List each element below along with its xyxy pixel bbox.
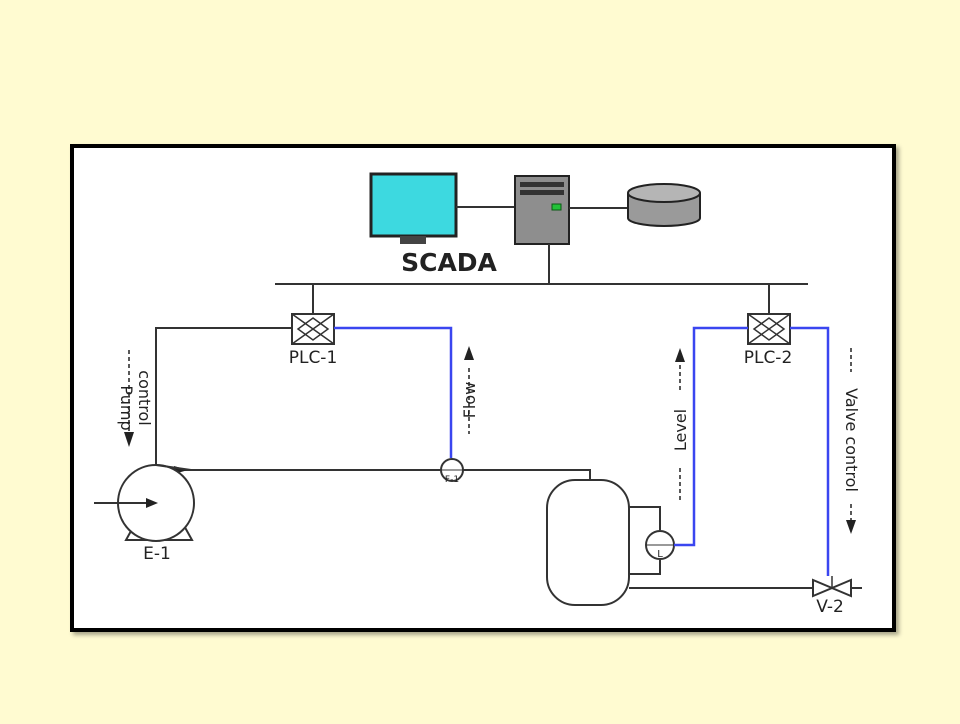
server-icon <box>514 175 570 245</box>
valve-control-line <box>790 326 830 576</box>
flow-arrow-icon <box>464 346 474 360</box>
flow-meter-label: F-1 <box>445 475 459 485</box>
level-sensor-icon: L <box>645 530 675 560</box>
pump-label: E-1 <box>143 544 171 564</box>
valve-label: V-2 <box>816 597 844 617</box>
pump-control-arrow-icon <box>124 432 134 447</box>
valve-control-arrow-icon <box>846 520 856 534</box>
plc-1-label: PLC-1 <box>289 348 338 368</box>
level-signal-line <box>674 326 748 547</box>
plc-2-label: PLC-2 <box>744 348 793 368</box>
level-label: Level <box>671 409 690 451</box>
level-arrow-icon <box>675 348 685 362</box>
monitor-icon <box>369 172 458 244</box>
process-line-flow-tank <box>463 469 591 480</box>
plc-2-icon <box>747 313 791 345</box>
database-icon <box>627 183 701 227</box>
level-annotation: Level <box>671 348 690 500</box>
valve-control-label: Valve control <box>842 388 861 492</box>
scada-label: SCADA <box>401 248 497 277</box>
valve-icon <box>812 576 852 598</box>
pump-control-label-1: Pump <box>117 385 136 430</box>
pump-control-label-2: control <box>135 370 154 425</box>
pump-inlet-arrow-icon <box>146 498 158 508</box>
pump-control-annotation: Pump control <box>117 350 154 447</box>
valve-control-annotation: Valve control <box>842 348 861 534</box>
diagram-frame <box>70 144 896 632</box>
pump-icon <box>94 464 195 542</box>
pump-control-line <box>155 327 292 470</box>
tank-icon <box>546 479 630 606</box>
flow-annotation: Flow <box>460 346 479 434</box>
level-pipe-bottom <box>629 560 661 575</box>
level-pipe-top <box>629 506 661 530</box>
flow-meter-icon: F-1 <box>440 458 464 485</box>
server-led <box>551 203 562 211</box>
flow-signal-line <box>334 326 453 458</box>
level-sensor-label: L <box>657 549 663 560</box>
plc-1-icon <box>291 313 335 345</box>
